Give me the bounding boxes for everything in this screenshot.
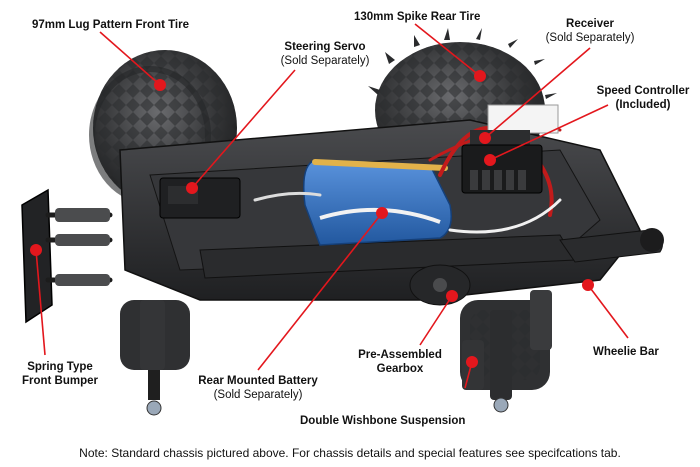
dot-front-tire: [154, 79, 166, 91]
front-bumper-part: [21, 188, 113, 324]
label-receiver: Receiver (Sold Separately): [545, 18, 635, 44]
dot-receiver: [479, 132, 491, 144]
label-rear-tire: 130mm Spike Rear Tire: [354, 11, 481, 23]
dot-rear-tire: [474, 70, 486, 82]
label-speed-controller: Speed Controller (Included): [596, 85, 690, 111]
label-wheelie-bar: Wheelie Bar: [593, 346, 659, 358]
speed-controller-part: [461, 144, 543, 194]
label-front-tire: 97mm Lug Pattern Front Tire: [32, 19, 189, 31]
dot-speed-controller: [484, 154, 496, 166]
battery-part: [303, 159, 452, 246]
callouts: [30, 23, 629, 389]
label-suspension: Double Wishbone Suspension: [300, 415, 466, 427]
dot-front-bumper: [30, 244, 42, 256]
steering-servo-part: [159, 177, 241, 219]
gearbox-part: [409, 264, 471, 306]
dot-gearbox: [446, 290, 458, 302]
label-battery: Rear Mounted Battery (Sold Separately): [198, 375, 318, 401]
footnote: Note: Standard chassis pictured above. F…: [79, 446, 621, 460]
label-gearbox: Pre-Assembled Gearbox: [358, 349, 442, 375]
front-suspension-part: [140, 300, 165, 416]
dot-servo: [186, 182, 198, 194]
dot-wheelie-bar: [582, 279, 594, 291]
dot-battery: [376, 207, 388, 219]
wheelie-bar-part: [559, 228, 664, 263]
label-front-bumper: Spring Type Front Bumper: [21, 361, 99, 387]
label-steering-servo: Steering Servo (Sold Separately): [280, 41, 370, 67]
dot-suspension: [466, 356, 478, 368]
